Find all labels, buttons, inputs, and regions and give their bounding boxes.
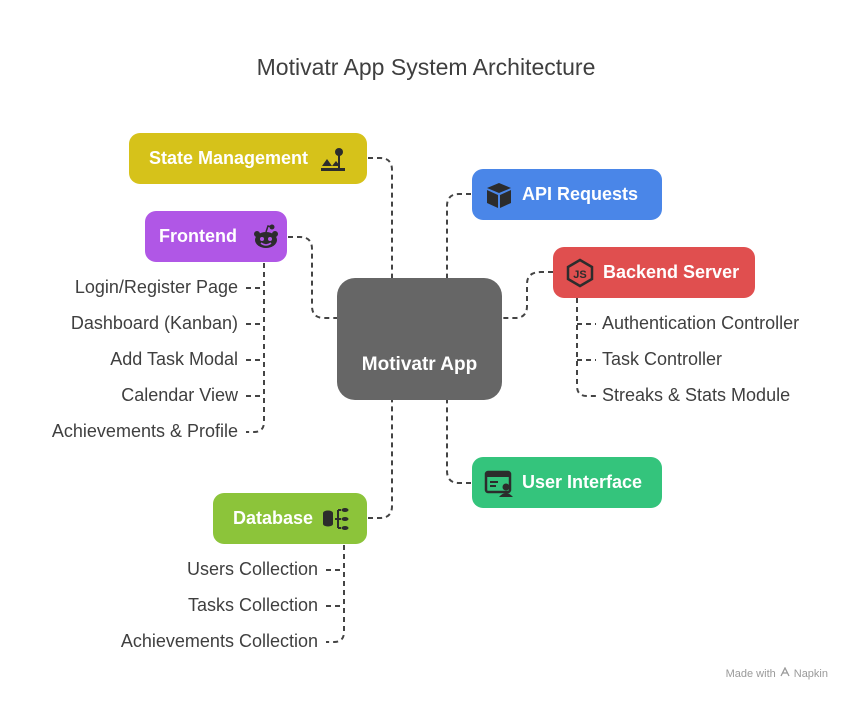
user-interface-label: User Interface xyxy=(522,472,643,492)
frontend-item: Dashboard (Kanban) xyxy=(70,313,238,333)
diagram-title: Motivatr App System Architecture xyxy=(256,54,596,80)
nodejs-icon: JS xyxy=(565,258,595,288)
scale-icon xyxy=(318,144,348,174)
frontend-label: Frontend xyxy=(159,226,237,246)
backend-server-node[interactable]: JS Backend Server xyxy=(553,247,755,298)
frontend-item: Calendar View xyxy=(121,385,238,405)
state-management-label: State Management xyxy=(149,148,309,168)
frontend-item: Achievements & Profile xyxy=(51,421,238,441)
database-icon xyxy=(321,504,351,534)
svg-text:JS: JS xyxy=(573,269,586,281)
reddit-icon xyxy=(251,222,281,252)
backend-server-label: Backend Server xyxy=(603,262,740,282)
api-requests-label: API Requests xyxy=(522,184,639,204)
center-label: Motivatr App xyxy=(361,354,478,375)
center-node[interactable]: Motivatr App xyxy=(337,278,502,400)
backend-item: Task Controller xyxy=(602,349,723,369)
state-management-node[interactable]: State Management xyxy=(129,133,367,184)
database-item: Tasks Collection xyxy=(187,595,318,615)
box-icon xyxy=(484,180,514,210)
napkin-brand-text: Napkin xyxy=(793,667,828,680)
backend-item: Authentication Controller xyxy=(602,313,800,333)
api-requests-node[interactable]: API Requests xyxy=(472,169,662,220)
frontend-node[interactable]: Frontend xyxy=(145,211,287,262)
database-label: Database xyxy=(233,508,314,528)
frontend-item: Login/Register Page xyxy=(74,277,238,297)
database-item: Users Collection xyxy=(186,559,318,579)
backend-item: Streaks & Stats Module xyxy=(602,385,791,405)
made-with-text: Made with xyxy=(725,667,776,680)
user-screen-icon xyxy=(484,468,514,498)
napkin-logo-icon xyxy=(780,666,790,680)
user-interface-node[interactable]: User Interface xyxy=(472,457,662,508)
frontend-item: Add Task Modal xyxy=(110,349,238,369)
napkin-footer: Made with Napkin xyxy=(725,666,828,680)
database-item: Achievements Collection xyxy=(120,631,318,651)
database-node[interactable]: Database xyxy=(213,493,367,544)
